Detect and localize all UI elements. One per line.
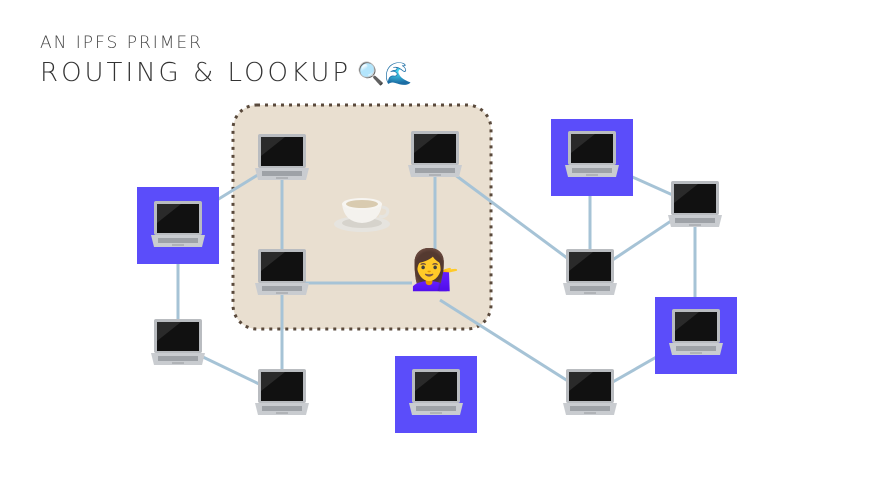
laptop-icon — [409, 369, 463, 415]
laptop-icon — [151, 201, 205, 247]
laptop-icon — [151, 319, 205, 365]
link — [439, 298, 591, 397]
laptop-icon — [669, 309, 723, 355]
magnifier-wave-icon: 🔍🌊 — [357, 62, 412, 87]
laptop-icon — [563, 249, 617, 295]
laptop-icon — [563, 369, 617, 415]
slide-title-text: ROUTING & LOOKUP — [40, 58, 352, 88]
slide-title: ROUTING & LOOKUP🔍🌊 — [40, 58, 412, 88]
slide-kicker: AN IPFS PRIMER — [40, 33, 203, 53]
laptop-icon — [565, 131, 619, 177]
laptop-icon — [408, 131, 462, 177]
teacup-icon — [334, 198, 390, 232]
laptop-icon — [255, 249, 309, 295]
laptop-icon — [668, 181, 722, 227]
link — [434, 158, 591, 277]
laptop-icon — [255, 134, 309, 180]
laptop-icon — [255, 369, 309, 415]
person-icon: 💁‍♀️ — [410, 247, 460, 293]
